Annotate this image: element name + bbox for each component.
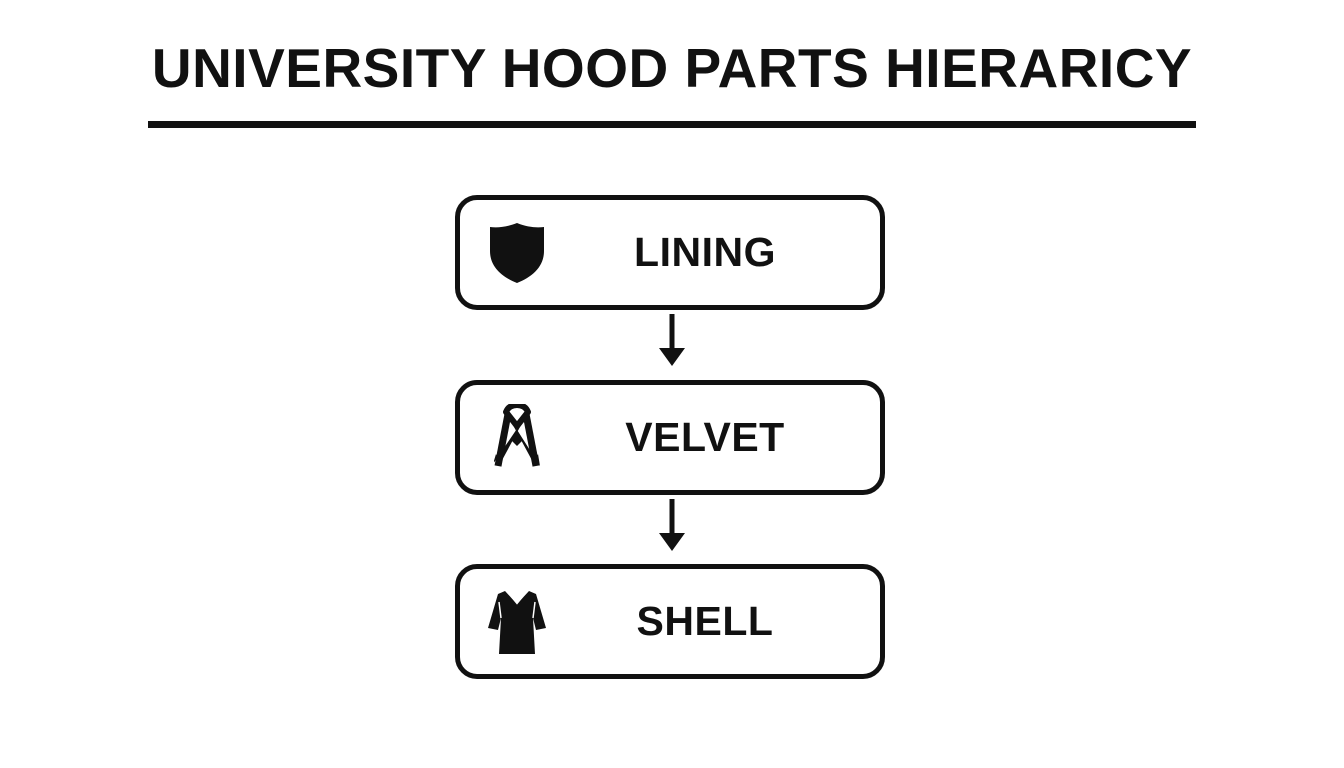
gown-icon <box>484 587 550 657</box>
title-underline <box>148 121 1196 128</box>
connector-arrow-2 <box>659 499 685 551</box>
ribbon-icon <box>484 403 550 473</box>
node-velvet: VELVET <box>455 380 885 495</box>
shield-icon <box>484 218 550 288</box>
diagram-title: UNIVERSITY HOOD PARTS HIERARICY <box>151 37 1193 99</box>
node-shell: SHELL <box>455 564 885 679</box>
node-label: LINING <box>634 229 776 275</box>
connector-arrow-1 <box>659 314 685 366</box>
node-label: SHELL <box>636 598 774 644</box>
node-lining: LINING <box>455 195 885 310</box>
node-label: VELVET <box>625 414 785 460</box>
